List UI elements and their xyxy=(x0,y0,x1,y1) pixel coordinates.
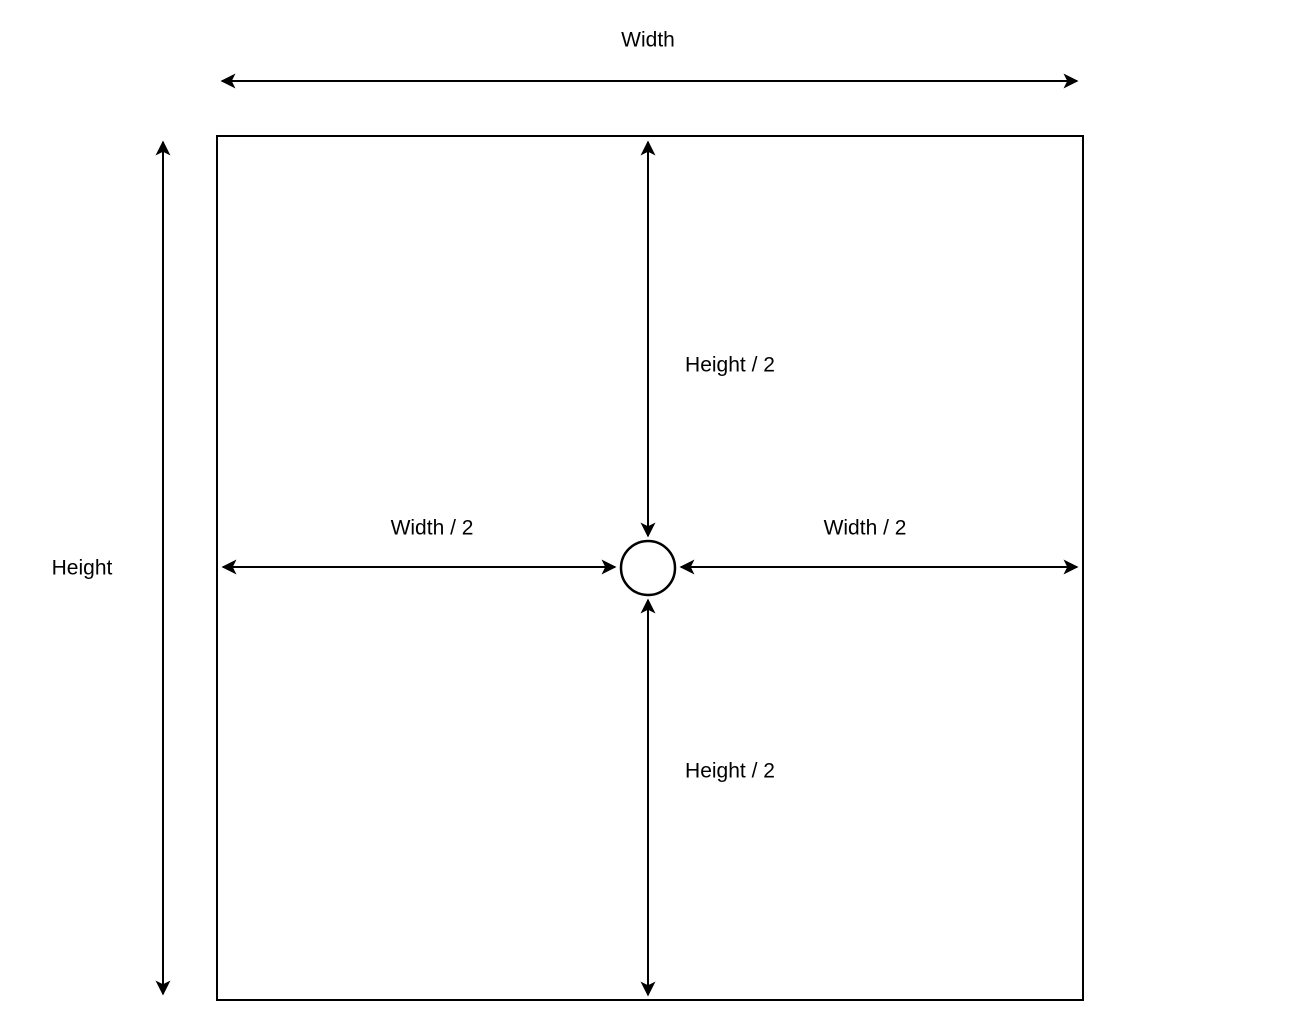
width-label: Width xyxy=(621,29,675,52)
height-label: Height xyxy=(52,557,113,580)
center-circle xyxy=(619,539,677,597)
height-half-bottom-label: Height / 2 xyxy=(685,760,775,783)
width-half-right-label: Width / 2 xyxy=(824,517,907,540)
height-half-top-label: Height / 2 xyxy=(685,354,775,377)
width-half-left-label: Width / 2 xyxy=(391,517,474,540)
